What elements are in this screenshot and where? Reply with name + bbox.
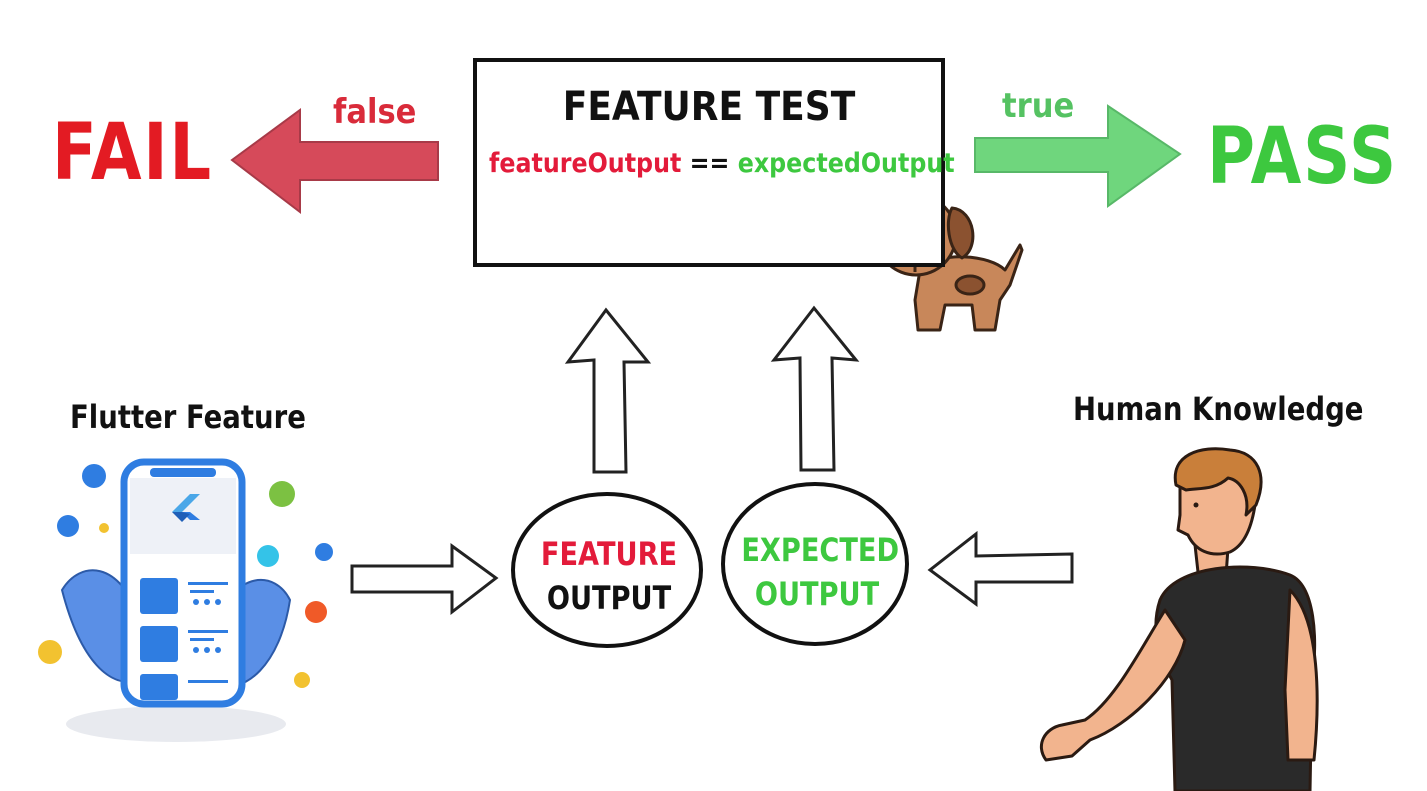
true-branch-label: true — [1002, 86, 1075, 126]
feature-output-label: FEATURE OUTPUT — [533, 532, 684, 620]
feature-output-line1: FEATURE — [540, 535, 678, 573]
expected-output-line1: EXPECTED — [741, 531, 900, 569]
flutter-feature-label: Flutter Feature — [70, 398, 306, 436]
expected-output-label: EXPECTED OUTPUT — [741, 528, 900, 616]
pass-label: PASS — [1207, 112, 1398, 202]
false-branch-label: false — [333, 92, 417, 132]
expected-up-arrow — [770, 305, 860, 472]
flutter-logo-icon — [172, 494, 200, 512]
feature-output-line2: OUTPUT — [546, 579, 672, 617]
feature-up-arrow — [564, 307, 652, 474]
false-arrow — [230, 108, 439, 215]
operator: == — [689, 148, 730, 179]
feature-test-expression: featureOutput == expectedOutput — [489, 148, 955, 179]
feature-in-arrow — [350, 543, 499, 616]
right-operand: expectedOutput — [737, 148, 955, 179]
feature-test-box: FEATURE TEST featureOutput == expectedOu… — [473, 58, 955, 267]
human-in-arrow — [927, 530, 1074, 607]
expected-output-node — [721, 482, 909, 646]
expected-output-line2: OUTPUT — [754, 575, 880, 613]
human-knowledge-label: Human Knowledge — [1073, 390, 1364, 428]
true-arrow — [974, 104, 1182, 208]
left-operand: featureOutput — [489, 148, 682, 179]
fail-label: FAIL — [52, 108, 213, 198]
feature-output-node — [511, 492, 703, 648]
phone-icon — [38, 458, 333, 742]
feature-test-title: FEATURE TEST — [562, 84, 856, 130]
person-icon — [1039, 447, 1319, 791]
